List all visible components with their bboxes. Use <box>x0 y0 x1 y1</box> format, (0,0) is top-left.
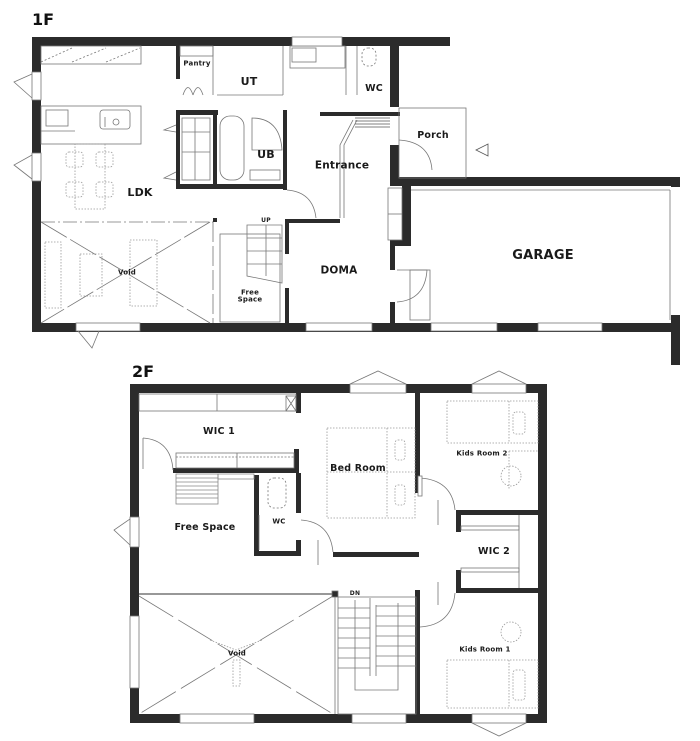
room-label-pantry: Pantry <box>183 59 211 68</box>
room-label-ldk: LDK <box>127 186 153 200</box>
room-label-wc-1f: WC <box>365 83 383 95</box>
room-label-ub: UB <box>257 148 275 162</box>
room-label-wic2: WIC 2 <box>478 546 510 558</box>
room-label-ut: UT <box>240 75 258 89</box>
room-label-kids-room-2: Kids Room 2 <box>456 449 508 458</box>
floor-2f-lines <box>113 370 539 737</box>
stair-label-up: UP <box>261 216 271 224</box>
floor-2f-walls <box>130 384 547 723</box>
floor-label-1f: 1F <box>32 10 55 29</box>
room-label-void-2f: Void <box>227 649 247 658</box>
room-label-porch: Porch <box>417 130 449 142</box>
floor-1f-walls <box>32 37 680 365</box>
room-label-entrance: Entrance <box>314 159 370 172</box>
room-label-wic1: WIC 1 <box>203 426 235 438</box>
floor-label-2f: 2F <box>132 362 155 381</box>
room-label-bedroom: Bed Room <box>330 463 386 475</box>
room-label-free-space-2f: Free Space <box>174 522 236 534</box>
room-label-void-1f: Void <box>117 268 137 277</box>
room-label-garage: GARAGE <box>512 248 574 264</box>
room-label-doma: DOMA <box>320 264 358 277</box>
room-label-kids-room-1: Kids Room 1 <box>459 645 511 654</box>
entry-triangle-icon <box>476 144 488 156</box>
room-label-wc-2f: WC <box>272 517 286 526</box>
room-label-free-space-1f: Free Space <box>237 288 263 304</box>
floor-1f-lines <box>13 36 671 349</box>
stair-label-dn: DN <box>349 589 361 597</box>
